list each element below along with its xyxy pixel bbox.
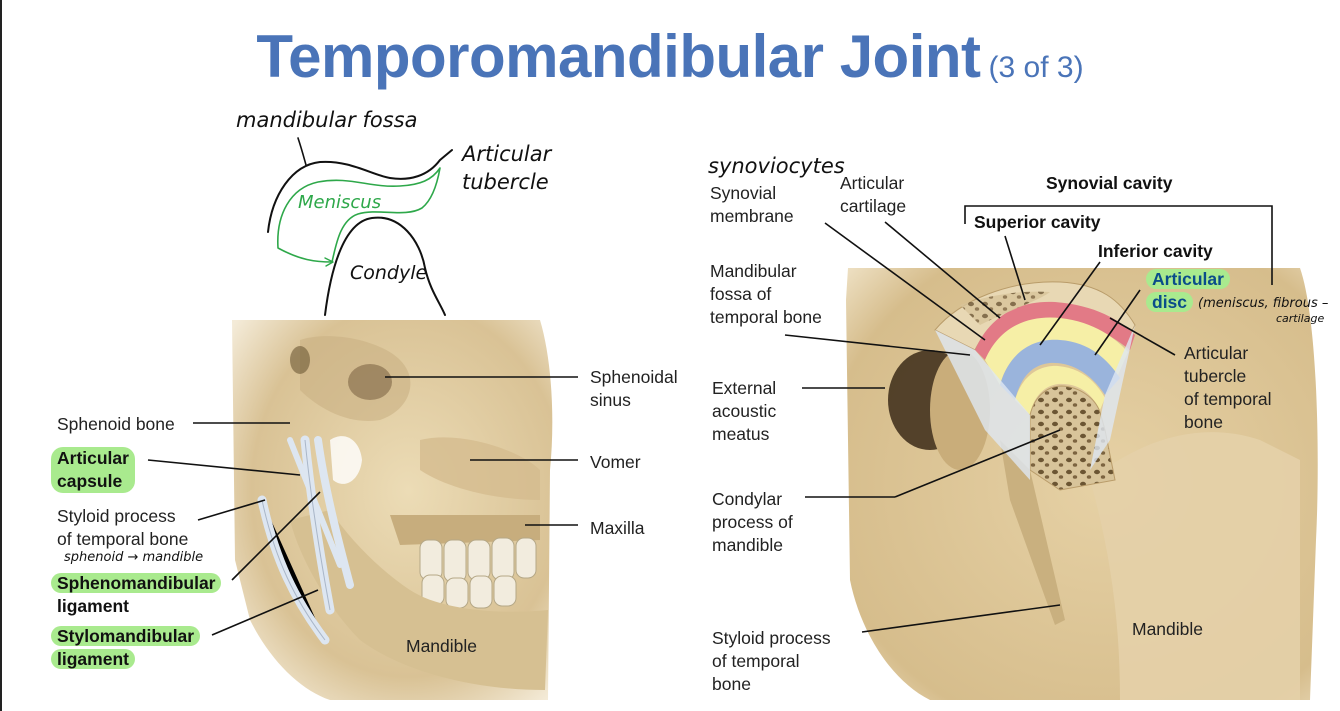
note-cartilage: cartilage [1276, 312, 1325, 325]
label-vomer: Vomer [590, 452, 641, 472]
note-synoviocytes: synoviocytes [708, 154, 845, 178]
sketch-label-articular-tubercle: Articular tubercle [462, 142, 552, 194]
label-condylar-process: Condylar process of mandible [712, 489, 793, 555]
sketch-drawing [267, 137, 453, 316]
label-superior-cavity: Superior cavity [974, 212, 1101, 232]
slide-title: Temporomandibular Joint(3 of 3) [0, 22, 1340, 91]
label-maxilla: Maxilla [590, 518, 645, 538]
styloid-spike [1000, 440, 1065, 625]
window-edge [0, 0, 2, 711]
label-sphenomandibular-line2: ligament [57, 596, 129, 616]
label-mandible-right: Mandible [1132, 619, 1204, 639]
label-mandible-left: Mandible [406, 636, 478, 656]
sketch-condyle-outline [324, 216, 446, 316]
highlight-stylomandibular-line2: ligament [51, 649, 135, 669]
title-sub: (3 of 3) [988, 51, 1084, 84]
note-sphenoid-mandible: sphenoid → mandible [64, 550, 204, 565]
sketch-fossa-pointer [297, 137, 307, 166]
label-inferior-cavity: Inferior cavity [1098, 241, 1213, 261]
teeth [419, 537, 537, 609]
sketch-fossa-line [267, 149, 453, 233]
skull-illustration [232, 320, 553, 700]
label-mandibular-fossa: Mandibular fossa of temporal bone [710, 261, 822, 327]
label-synovial-cavity: Synovial cavity [1046, 173, 1173, 193]
leader-lines [147, 205, 1273, 636]
sketch-label-meniscus: Meniscus [298, 192, 382, 213]
title-main: Temporomandibular Joint [256, 23, 981, 90]
label-articular-cartilage: Articular cartilage [840, 173, 907, 216]
tmj-illustration [846, 268, 1318, 700]
highlight-articular-capsule: Articular capsule [51, 447, 135, 493]
label-stylomandibular-ligament: Stylomandibular ligament [51, 625, 201, 671]
joint-cross-section [934, 281, 1136, 491]
highlight-stylomandibular: Stylomandibular [51, 626, 201, 646]
highlight-articular-disc: Articular [1146, 269, 1230, 289]
label-external-acoustic-meatus: External acoustic meatus [712, 378, 777, 444]
label-sphenoid-bone: Sphenoid bone [57, 414, 175, 434]
sketch-meniscus-outline [277, 167, 441, 263]
highlight-articular-disc-line2: disc [1146, 292, 1194, 312]
label-synovial-membrane: Synovial membrane [710, 183, 794, 226]
highlight-sphenomandibular: Sphenomandibular [51, 573, 222, 593]
label-articular-capsule: Articular capsule [51, 447, 135, 493]
label-styloid-process-left: Styloid process of temporal bone [57, 506, 189, 549]
note-meniscus-fibrous: (meniscus, fibrous – [1198, 296, 1329, 311]
label-sphenomandibular-ligament: Sphenomandibular ligament [51, 572, 222, 618]
sketch-label-condyle: Condyle [350, 262, 428, 284]
label-articular-tubercle: Articular tubercle of temporal bone [1184, 343, 1272, 432]
label-styloid-process-right: Styloid process of temporal bone [712, 628, 831, 694]
label-sphenoidal-sinus: Sphenoidal sinus [590, 367, 678, 410]
label-articular-disc: Articular disc [1146, 268, 1230, 314]
sketch-label-mandibular-fossa: mandibular fossa [236, 108, 418, 132]
